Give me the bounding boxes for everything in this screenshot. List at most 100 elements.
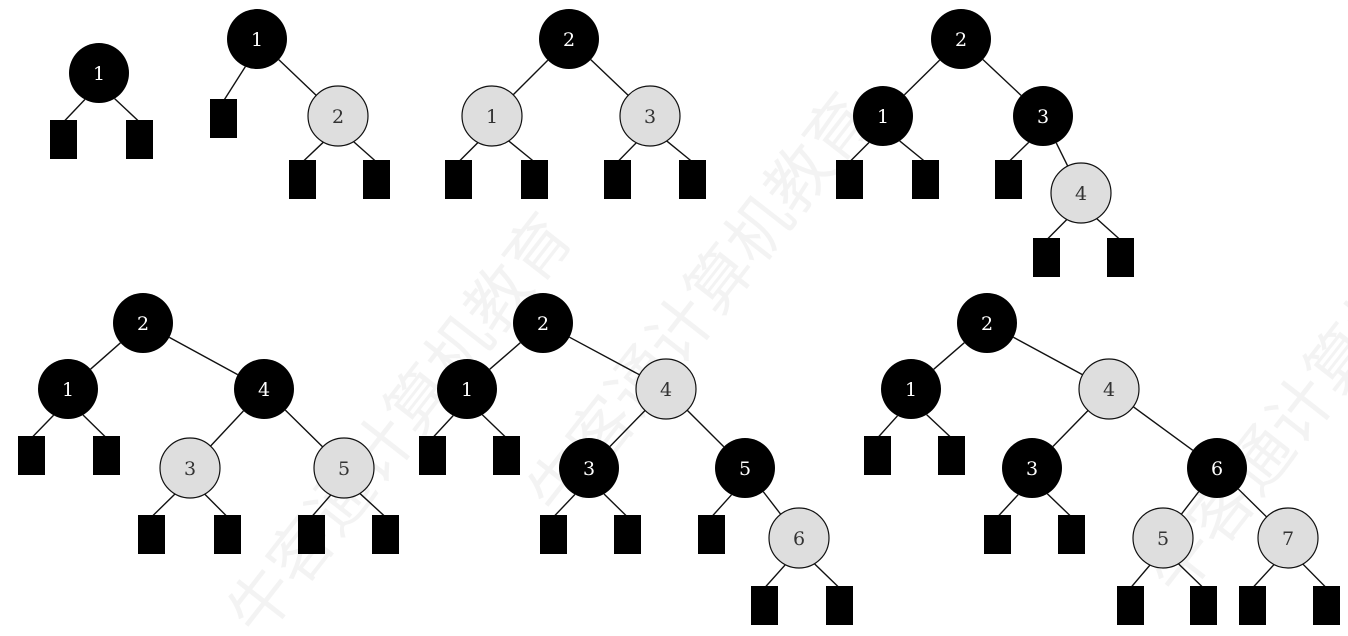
nil-leaf <box>1033 238 1060 277</box>
tree-edge <box>1046 493 1072 518</box>
black-node: 1 <box>38 359 98 419</box>
black-node: 1 <box>853 86 913 146</box>
tree-2: 12 <box>210 9 390 199</box>
tree-edge <box>431 415 454 439</box>
node-circle <box>715 438 775 498</box>
red-node: 4 <box>635 358 697 420</box>
node-circle <box>69 43 129 103</box>
tree-edge <box>982 59 1022 96</box>
node-circle <box>1002 438 1062 498</box>
nil-leaf <box>363 160 390 199</box>
node-circle <box>559 438 619 498</box>
nil-leaf <box>138 515 165 554</box>
red-node: 5 <box>313 437 375 499</box>
node-key: 1 <box>877 106 889 128</box>
node-circle <box>313 437 375 499</box>
tree-edge <box>302 141 324 163</box>
node-circle <box>513 293 573 353</box>
node-circle <box>1013 86 1073 146</box>
node-key: 2 <box>332 106 344 128</box>
tree-edge <box>151 493 176 518</box>
tree-edge <box>1132 406 1194 451</box>
nil-leaf <box>1058 515 1085 554</box>
tree-edge <box>1251 564 1275 589</box>
tree-edge <box>666 140 693 163</box>
tree-1: 1 <box>50 43 153 159</box>
node-circle <box>853 86 913 146</box>
nil-leaf <box>912 160 939 199</box>
tree-edge <box>489 342 521 370</box>
node-circle <box>38 359 98 419</box>
node-key: 2 <box>955 29 967 51</box>
nil-leaf <box>995 160 1022 199</box>
node-key: 4 <box>660 379 672 401</box>
node-circle <box>234 359 294 419</box>
nil-leaf <box>372 515 399 554</box>
red-node: 5 <box>1132 507 1194 569</box>
tree-edge <box>1302 563 1327 589</box>
nil-leaf <box>698 515 725 554</box>
tree-edge <box>1046 218 1068 241</box>
red-node: 1 <box>461 85 523 147</box>
node-key: 1 <box>93 63 105 85</box>
node-circle <box>1050 162 1112 224</box>
nil-leaf <box>1107 238 1134 277</box>
nil-leaf <box>864 436 891 475</box>
tree-edge <box>512 59 549 96</box>
tree-edge <box>569 336 640 376</box>
nil-leaf <box>289 160 316 199</box>
tree-edge <box>1055 142 1069 167</box>
black-node: 2 <box>539 9 599 69</box>
nil-leaf <box>826 586 853 625</box>
tree-edge <box>603 493 628 518</box>
node-key: 7 <box>1282 528 1294 550</box>
black-node: 1 <box>881 359 941 419</box>
tree-edge <box>62 98 86 123</box>
tree-edge <box>1129 564 1151 589</box>
nil-leaf <box>50 120 77 159</box>
node-key: 4 <box>1103 379 1115 401</box>
tree-edge <box>903 59 941 96</box>
tree-edge <box>222 66 246 102</box>
nil-leaf <box>614 515 641 554</box>
node-circle <box>1257 507 1319 569</box>
tree-edge <box>82 414 107 439</box>
tree-edge <box>481 414 507 439</box>
nil-leaf <box>604 160 631 199</box>
node-key: 4 <box>258 379 270 401</box>
nil-leaf <box>679 160 706 199</box>
tree-edge <box>90 342 121 370</box>
tree-edge <box>1096 218 1121 241</box>
tree-edge <box>1237 488 1268 518</box>
node-key: 3 <box>1026 458 1038 480</box>
node-circle <box>539 9 599 69</box>
black-node: 6 <box>1187 438 1247 498</box>
node-key: 1 <box>461 379 473 401</box>
node-key: 3 <box>184 458 196 480</box>
node-key: 5 <box>1157 528 1169 550</box>
node-key: 3 <box>1037 106 1049 128</box>
node-key: 3 <box>583 458 595 480</box>
black-node: 3 <box>559 438 619 498</box>
tree-edge <box>1177 563 1204 589</box>
node-circle <box>113 293 173 353</box>
node-circle <box>635 358 697 420</box>
black-node: 4 <box>234 359 294 419</box>
node-key: 2 <box>537 313 549 335</box>
nil-leaf <box>836 160 863 199</box>
tree-edge <box>359 492 386 518</box>
nil-leaf <box>298 515 325 554</box>
nil-leaf <box>18 436 45 475</box>
node-circle <box>619 85 681 147</box>
black-node: 2 <box>513 293 573 353</box>
tree-edge <box>616 142 637 163</box>
tree-edge <box>710 494 733 518</box>
black-node: 3 <box>1013 86 1073 146</box>
tree-edge <box>169 336 238 376</box>
nil-leaf <box>419 436 446 475</box>
node-circle <box>768 507 830 569</box>
